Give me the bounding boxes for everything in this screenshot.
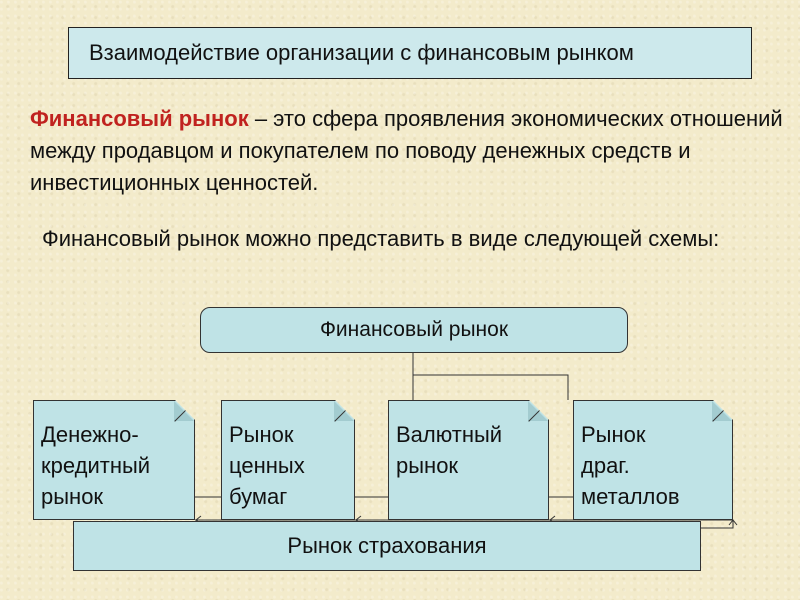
arrowhead-4 [728,519,738,526]
node-currency-market: Валютный рынок [388,400,549,520]
node-money-credit-market: Денежно- кредитный рынок [33,400,195,520]
definition-term: Финансовый рынок [30,106,249,131]
node-label-line: ценных [229,453,305,478]
node-label-line: Валютный [396,422,503,447]
node-precious-metals-market: Рынок драг. металлов [573,400,733,520]
node-securities-market: Рынок ценных бумаг [221,400,355,520]
node-label-line: кредитный [41,453,151,478]
node-label-line: Денежно- [41,422,139,447]
connector-root-metals [413,374,569,400]
definition-text: – это сфера проявления экономических отн… [30,106,783,195]
node-label-line: рынок [41,484,104,509]
slide-title: Взаимодействие организации с финансовым … [68,27,752,79]
node-label-line: металлов [581,484,680,509]
node-label-line: рынок [396,453,459,478]
node-label-line: драг. [581,453,630,478]
definition-paragraph: Финансовый рынок – это сфера проявления … [30,103,790,199]
intro-text: Финансовый рынок можно представить в вид… [42,226,720,251]
node-label-line: Рынок [229,422,294,447]
connector-bottom-feedback [195,519,734,529]
node-insurance-market: Рынок страхования [73,521,701,571]
node-label-line: бумаг [229,484,288,509]
node-label-line: Рынок [581,422,646,447]
root-node-financial-market: Финансовый рынок [200,307,628,353]
